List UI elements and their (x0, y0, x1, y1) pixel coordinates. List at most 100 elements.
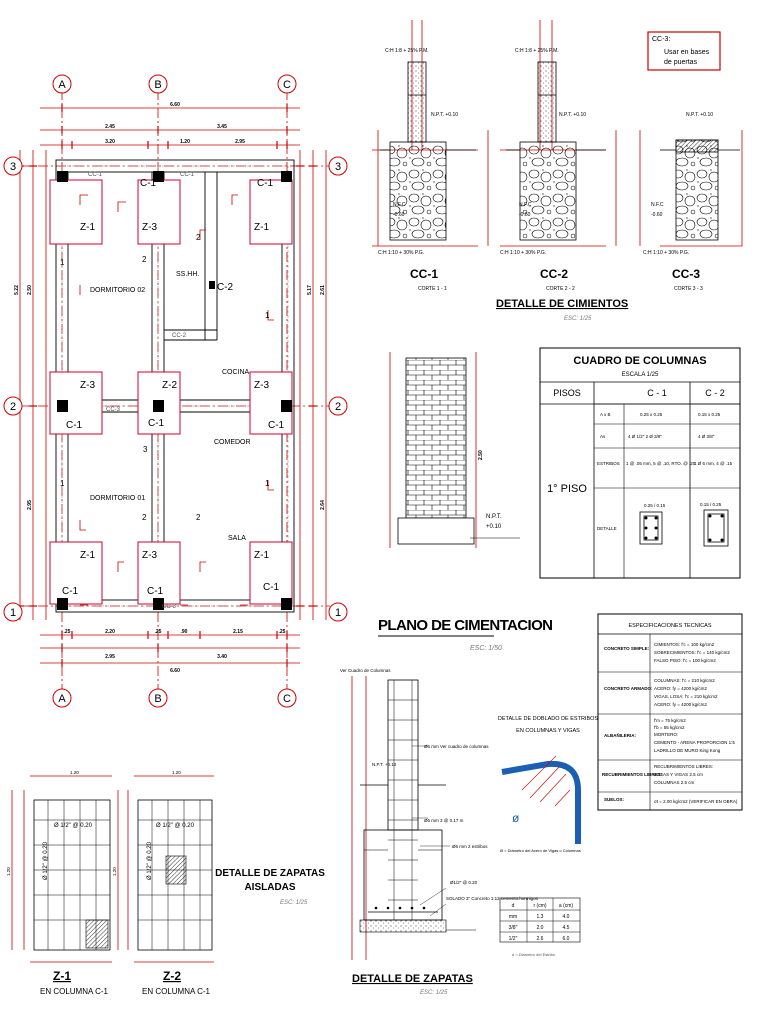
dim-sub-2: 1.20 (180, 139, 190, 145)
row-label-as: As (600, 434, 606, 439)
spec-value: σt = 2.00 kg/cm2 (VERIFICAR EN OBRA) (654, 799, 738, 804)
section-mark: 1 (265, 479, 270, 488)
room-sshh: SS.HH. (176, 271, 199, 278)
column-label: C-1 (147, 586, 164, 597)
footing-label: Z-3 (142, 550, 157, 561)
dim-left-1: 5.22 (14, 285, 20, 295)
cut-1: CORTE 1 - 1 (418, 286, 447, 292)
dim-sub-3: 2.95 (235, 139, 245, 145)
z2-height: 1.20 (112, 867, 117, 876)
footing-sec-scale: ESC: 1/25 (420, 990, 448, 996)
bend-td: 4.5 (563, 925, 570, 931)
dim-bsub-5: 2.15 (233, 629, 243, 635)
column-label: C-1 (148, 418, 165, 429)
npt-3: N.P.T. +0.10 (686, 112, 713, 118)
spec-value: CIMIENTOS: f'c = 100 kg/cm2 (654, 642, 715, 647)
column-schedule: CUADRO DE COLUMNAS ESCALA 1/25 PISOS C -… (539, 347, 741, 579)
spec-value: FALSO PISO: f'c = 100 kg/cm2 (654, 658, 716, 663)
footing-sec-title: DETALLE DE ZAPATAS (352, 973, 473, 985)
footing-label: Z-1 (80, 550, 95, 561)
spec-value: ACERO: fy = 4200 kg/cm2 (654, 702, 707, 707)
row-label-axb: A x B (600, 412, 611, 417)
z2-width: 1.20 (172, 770, 181, 775)
dim-right-top: 3.45 (217, 124, 227, 130)
section-mark: 2 (142, 513, 147, 522)
dim-right-1: 5.17 (307, 285, 313, 295)
bend-th: r (cm) (533, 903, 546, 909)
columns-header-pisos: PISOS (553, 388, 581, 398)
room-comedor: COMEDOR (214, 439, 251, 446)
specs-title: ESPECIFICACIONES TECNICAS (628, 623, 711, 629)
dim-bmid-1: 2.95 (105, 654, 115, 660)
footing-section: Ver Cuadro de Columnas N.P.T. +0.10 Ø6 m… (340, 668, 539, 996)
bend-th: d (512, 903, 515, 909)
axis-3-right: 3 (335, 161, 341, 173)
zap-ais-title-2: AISLADAS (244, 882, 295, 893)
plan-scale: ESC: 1/50 (470, 645, 502, 652)
zap-ais-scale: ESC: 1/25 (280, 900, 308, 906)
cc-label: CC-1 (180, 172, 195, 178)
dim-right-2: 2.61 (320, 285, 326, 295)
nfc-2: N.F.C (519, 202, 532, 208)
npt-1: N.P.T. +0.10 (431, 112, 458, 118)
dim-left-2: 2.50 (27, 285, 33, 295)
dim-left-top: 2.45 (105, 124, 115, 130)
nfc-1: N.F.C (393, 202, 406, 208)
wall-elevation: 2.50 N.P.T. +0.10 (389, 352, 520, 548)
foundation-plan: A B C A B C 3 2 1 3 2 1 6.60 2.45 3.45 3… (3, 74, 553, 708)
cimientos-scale: ESC: 1/25 (564, 316, 592, 322)
row-c1-axb: 0.25 x 0.25 (640, 412, 663, 417)
row-c2-as: 4 Ø 3/8" (698, 434, 715, 439)
bend-td: mm (509, 914, 517, 920)
axis-a-top: A (58, 79, 66, 91)
mix-top-2: C:H 1:8 + 25% P.M. (515, 48, 559, 54)
section-mark: 2 (196, 233, 201, 242)
dim-bsub-2: 2.20 (105, 629, 115, 635)
column-label: C-1 (257, 178, 274, 189)
dim-bsub-1: .25 (64, 629, 71, 635)
spec-value: VIGAS, LOSA: f'c = 210 kg/cm2 (654, 694, 718, 699)
axis-b-top: B (154, 79, 161, 91)
bend-td: 2.6 (537, 936, 544, 942)
zap-ais-title-1: DETALLE DE ZAPATAS (215, 868, 325, 879)
diameter-symbol: ø (512, 811, 520, 825)
axis-2-right: 2 (335, 401, 341, 413)
spec-value: LADRILLO DE MURO King Kong (654, 748, 721, 753)
spec-label: SUELOS: (604, 797, 625, 802)
z2-bar-h: Ø 1/2" @ 0.20 (156, 823, 195, 829)
bend-title-1: DETALLE DE DOBLADO DE ESTRIBOS (498, 716, 598, 722)
cc-label: CC-3 (162, 604, 177, 610)
footing-sec-label: Ø6 mm Ver cuadro de columnas (424, 744, 489, 749)
nfc-val-1: -0.60 (393, 212, 405, 218)
columns-header-c1: C - 1 (647, 388, 667, 398)
mix-bot-2: C:H 1:10 + 30% P.G. (500, 250, 546, 256)
z2-title: Z-2 (163, 969, 181, 983)
column-label: C-1 (62, 586, 79, 597)
isolated-footings: DETALLE DE ZAPATAS AISLADAS ESC: 1/25 Ø … (6, 770, 325, 996)
dim-total-top: 6.60 (170, 102, 180, 108)
footing-sec-label: Ø6 mm 2 estribos (452, 844, 488, 849)
z2-sub: EN COLUMNA C-1 (142, 987, 211, 996)
z1-sub: EN COLUMNA C-1 (40, 987, 109, 996)
z1-title: Z-1 (53, 969, 71, 983)
spec-label: CONCRETO ARMADO: (604, 686, 653, 691)
footing-sec-label: Ø1/2" @ 0.20 (450, 880, 478, 885)
spec-value: ACERO: fy = 4200 kg/cm2 (654, 686, 707, 691)
cc-label: CC-1 (88, 172, 103, 178)
dim-left-3: 2.95 (27, 500, 33, 510)
wall-dim: 2.50 (478, 450, 484, 460)
mix-top-1: C:H 1:8 + 25% P.M. (385, 48, 429, 54)
nfc-val-2: -0.60 (519, 212, 531, 218)
axis-1-left: 1 (10, 607, 16, 619)
room-dormitorio-01: DORMITORIO 01 (90, 495, 145, 502)
column-label: C-2 (217, 282, 234, 293)
bend-td: 2.0 (537, 925, 544, 931)
bend-th: a (cm) (559, 903, 574, 909)
row-c1-estribos: 1 @ .05 mm, 5 @ .10, RTO. @ .20 (626, 461, 696, 466)
spec-label: ALBAÑILERIA: (604, 732, 636, 738)
dim-bsub-3: .25 (155, 629, 162, 635)
footing-label: Z-3 (80, 380, 95, 391)
mix-bot-3: C:H 1:10 + 30% P.G. (643, 250, 689, 256)
cut-2: CORTE 2 - 2 (546, 286, 575, 292)
spec-label: CONCRETO SIMPLE: (604, 646, 650, 651)
